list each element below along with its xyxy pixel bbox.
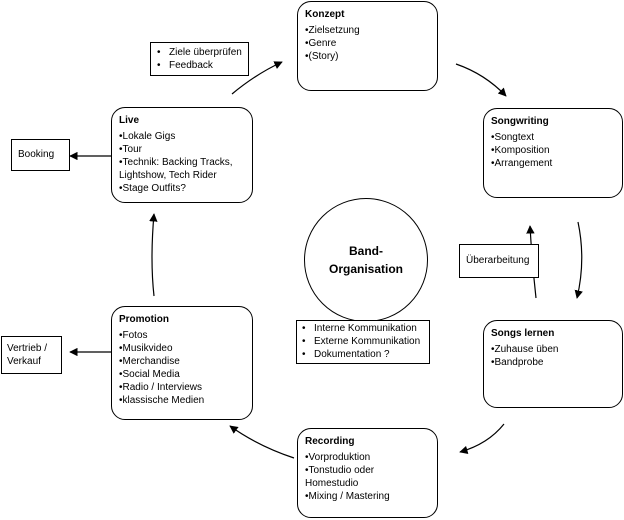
arrow-recording-to-promotion <box>229 425 295 459</box>
stage-title: Songwriting <box>491 116 549 127</box>
note-item: Feedback <box>155 59 244 72</box>
stage-item: Genre <box>305 37 430 50</box>
stage-title: Recording <box>305 436 355 447</box>
stage-title: Songs lernen <box>491 328 555 339</box>
stage-title: Promotion <box>119 314 169 325</box>
stage-songs-lernen: Songs lernen Zuhause üben Bandprobe <box>483 320 623 408</box>
stage-item: Mixing / Mastering <box>305 490 430 503</box>
stage-item: Vorproduktion <box>305 451 430 464</box>
stage-item: Songtext <box>491 131 615 144</box>
note-kommunikation: Interne Kommunikation Externe Kommunikat… <box>296 320 430 364</box>
stage-promotion: Promotion Fotos Musikvideo Merchandise S… <box>111 306 253 420</box>
stage-item: Lokale Gigs <box>119 130 245 143</box>
stage-item: Komposition <box>491 144 615 157</box>
arrow-promotion-to-live <box>149 213 158 297</box>
note-booking: Booking <box>11 139 70 171</box>
band-organisation-circle: Band- Organisation <box>304 198 428 322</box>
stage-item: Musikvideo <box>119 342 245 355</box>
note-item: Interne Kommunikation <box>300 322 426 335</box>
note-ziele-feedback: Ziele überprüfen Feedback <box>150 42 249 76</box>
note-item: Ziele überprüfen <box>155 46 244 59</box>
stage-title: Live <box>119 115 140 126</box>
note-ueberarbeitung: Überarbeitung <box>459 244 539 278</box>
note-item: Dokumentation ? <box>300 348 426 361</box>
stage-item: Social Media <box>119 368 245 381</box>
arrow-live-to-konzept <box>231 61 283 95</box>
stage-item: Tour <box>119 143 245 156</box>
note-vertrieb-verkauf: Vertrieb / Verkauf <box>1 336 62 374</box>
stage-item: Merchandise <box>119 355 245 368</box>
stage-item: Fotos <box>119 329 245 342</box>
stage-songwriting: Songwriting Songtext Komposition Arrange… <box>483 108 623 198</box>
stage-item: Zuhause üben <box>491 343 615 356</box>
stage-item: Technik: Backing Tracks, Lightshow, Tech… <box>119 156 245 182</box>
stage-item: klassische Medien <box>119 394 245 407</box>
stage-title: Konzept <box>305 9 345 20</box>
arrow-konzept-to-songwriting <box>455 63 507 97</box>
stage-item: Radio / Interviews <box>119 381 245 394</box>
stage-item: Bandprobe <box>491 356 615 369</box>
stage-item: Arrangement <box>491 157 615 170</box>
stage-item: Stage Outfits? <box>119 182 245 195</box>
stage-item: Tonstudio oder Homestudio <box>305 464 430 490</box>
stage-live: Live Lokale Gigs Tour Technik: Backing T… <box>111 107 253 203</box>
arrow-songwriting-to-songs-lernen <box>574 221 583 299</box>
note-item: Externe Kommunikation <box>300 335 426 348</box>
stage-item: (Story) <box>305 50 430 63</box>
stage-recording: Recording Vorproduktion Tonstudio oder H… <box>297 428 438 518</box>
stage-konzept: Konzept Zielsetzung Genre (Story) <box>297 1 438 91</box>
stage-item: Zielsetzung <box>305 24 430 37</box>
arrow-songs-lernen-to-recording <box>459 423 505 454</box>
